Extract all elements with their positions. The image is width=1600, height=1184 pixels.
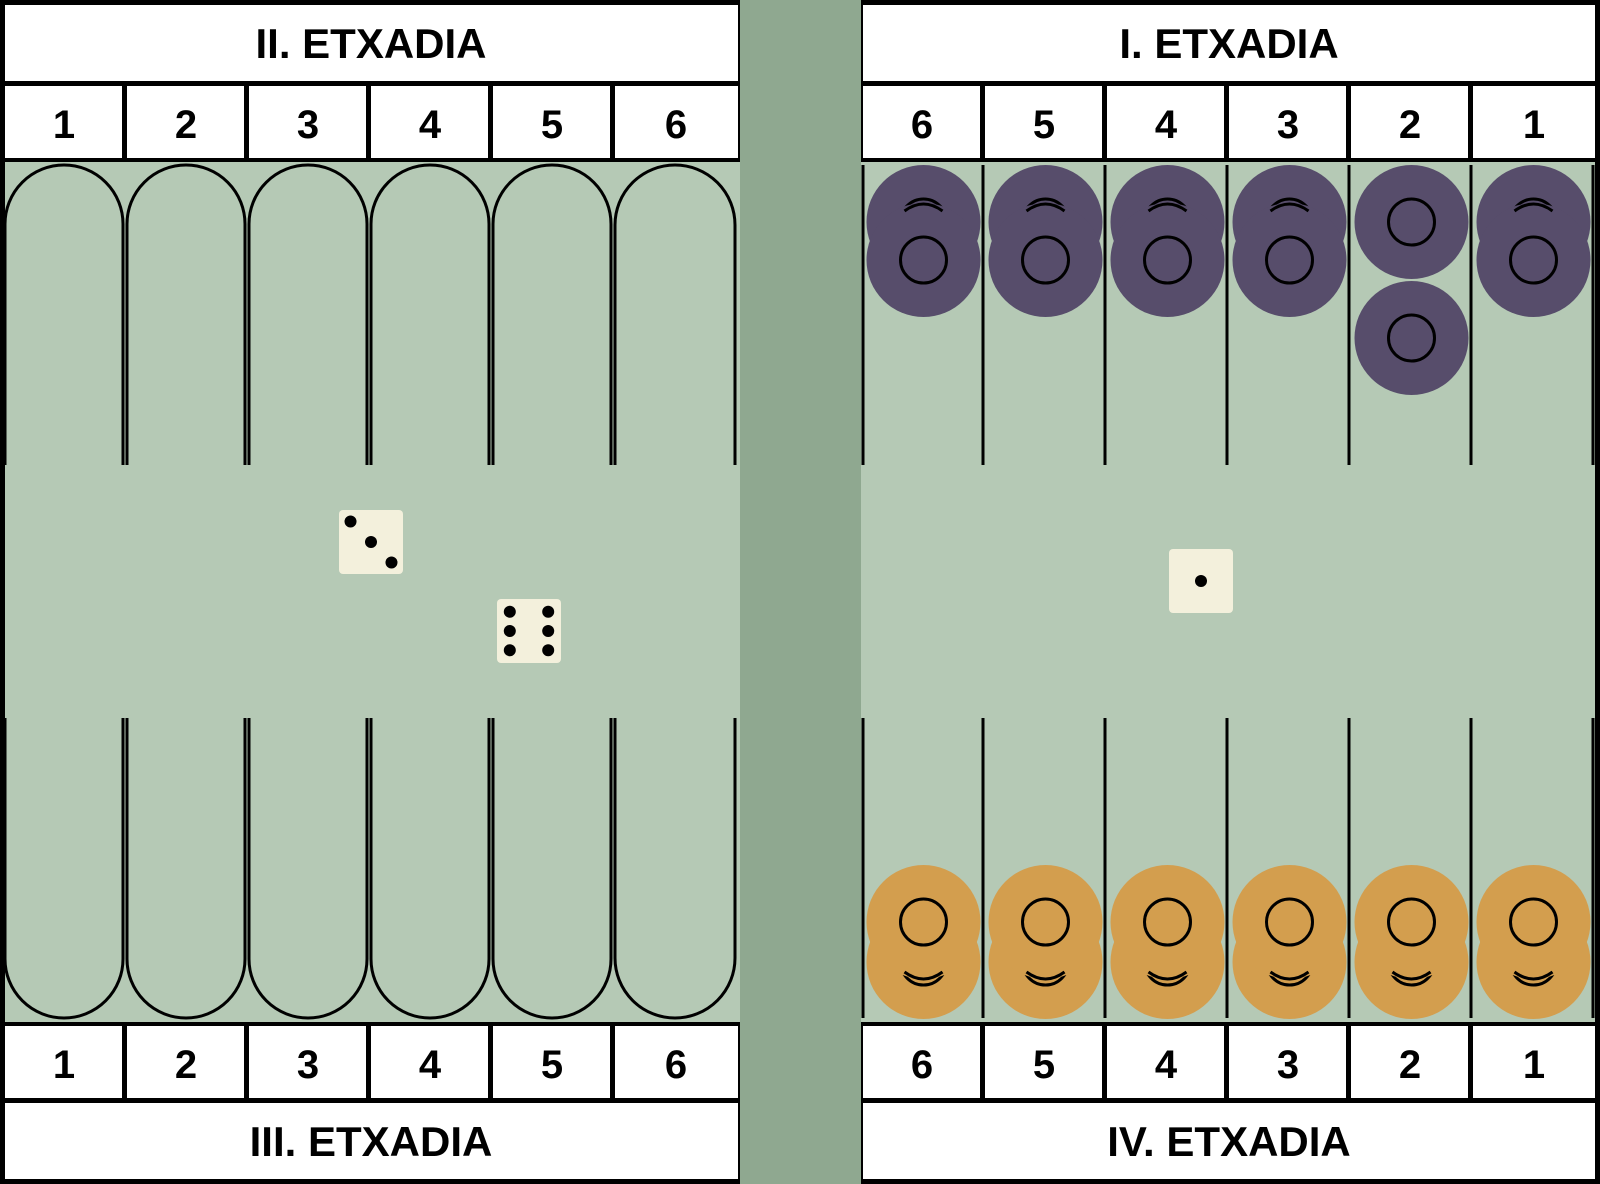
die-pip <box>503 644 516 657</box>
checker-edge <box>1025 970 1066 981</box>
point-number: 1 <box>1523 103 1545 147</box>
orange-checker[interactable] <box>1354 865 1469 979</box>
point-number: 5 <box>541 103 563 147</box>
point-number: 1 <box>53 1043 75 1087</box>
title-bar-bottom-right <box>863 1103 1595 1179</box>
point-number: 6 <box>665 1043 687 1087</box>
title-bar-top-left <box>5 5 738 81</box>
die-pip <box>1195 575 1207 587</box>
quadrant-title-top-right: I. ETXADIA <box>1119 20 1338 67</box>
point-number: 2 <box>1399 103 1421 147</box>
orange-checker[interactable] <box>1232 865 1347 979</box>
point-outline[interactable] <box>3 718 125 1020</box>
point-outline[interactable] <box>613 718 737 1020</box>
die-pip <box>344 515 357 528</box>
point-number: 5 <box>541 1043 563 1087</box>
checker-edge <box>1269 970 1310 981</box>
point-outline[interactable] <box>613 163 737 465</box>
point-number: 2 <box>175 1043 197 1087</box>
die-pip <box>503 605 516 618</box>
orange-checker[interactable] <box>1110 865 1225 979</box>
point-number: 3 <box>1277 103 1299 147</box>
checker-edge <box>1513 970 1554 981</box>
purple-checker[interactable] <box>1232 203 1347 317</box>
quadrant-title-bottom-right: IV. ETXADIA <box>1107 1118 1351 1165</box>
quadrant-title-top-left: II. ETXADIA <box>255 20 486 67</box>
die-pip <box>542 625 555 637</box>
point-number: 4 <box>1155 1043 1178 1087</box>
orange-checker[interactable] <box>988 865 1103 979</box>
point-number: 3 <box>297 103 319 147</box>
quadrant-title-bottom-left: III. ETXADIA <box>250 1118 493 1165</box>
point-number: 4 <box>419 103 442 147</box>
point-outline[interactable] <box>125 163 247 465</box>
dice <box>339 510 1233 663</box>
title-bar-bottom-left <box>5 1103 738 1179</box>
orange-checker[interactable] <box>866 865 981 979</box>
die-pip <box>365 536 377 548</box>
point-number: 6 <box>665 103 687 147</box>
checker-edge <box>903 970 944 981</box>
point-number: 2 <box>175 103 197 147</box>
point-outline[interactable] <box>491 163 613 465</box>
point-number: 2 <box>1399 1043 1421 1087</box>
checker-edge <box>1147 970 1188 981</box>
point-numbers-top-right: 6 5 4 3 2 1 <box>863 86 1595 158</box>
checkers <box>866 165 1591 1019</box>
point-outline[interactable] <box>491 718 613 1020</box>
checker-edge <box>1513 202 1554 213</box>
checker-edge <box>1025 202 1066 213</box>
point-number: 6 <box>911 1043 933 1087</box>
point-number: 1 <box>53 103 75 147</box>
point-outline[interactable] <box>3 163 125 465</box>
point-number: 4 <box>419 1043 442 1087</box>
die-pip <box>542 605 555 618</box>
die[interactable] <box>1169 549 1233 613</box>
point-number: 3 <box>297 1043 319 1087</box>
point-numbers-bottom-left: 1 2 3 4 5 6 <box>5 1026 738 1098</box>
point-outline[interactable] <box>369 718 491 1020</box>
point-outline[interactable] <box>247 718 369 1020</box>
purple-checker[interactable] <box>988 203 1103 317</box>
point-outline[interactable] <box>125 718 247 1020</box>
die-pip <box>385 556 398 569</box>
checker-edge <box>903 202 944 213</box>
checker-edge <box>1269 202 1310 213</box>
purple-checker[interactable] <box>866 203 981 317</box>
purple-checker[interactable] <box>1354 281 1469 395</box>
point-outline[interactable] <box>247 163 369 465</box>
purple-checker[interactable] <box>1476 203 1591 317</box>
die-pip <box>503 625 516 637</box>
point-number: 1 <box>1523 1043 1545 1087</box>
point-number: 5 <box>1033 1043 1055 1087</box>
purple-checker[interactable] <box>1354 165 1469 279</box>
point-number: 3 <box>1277 1043 1299 1087</box>
die[interactable] <box>339 510 403 574</box>
board-points <box>3 163 1595 1020</box>
point-outline[interactable] <box>369 163 491 465</box>
checker-edge <box>1391 970 1432 981</box>
point-number: 4 <box>1155 103 1178 147</box>
point-number: 6 <box>911 103 933 147</box>
center-bar <box>740 0 861 1184</box>
checker-edge <box>1147 202 1188 213</box>
die-pip <box>542 644 555 657</box>
point-numbers-top-left: 1 2 3 4 5 6 <box>5 86 738 158</box>
orange-checker[interactable] <box>1476 865 1591 979</box>
point-number: 5 <box>1033 103 1055 147</box>
point-numbers-bottom-right: 6 5 4 3 2 1 <box>863 1026 1595 1098</box>
die[interactable] <box>497 599 561 663</box>
purple-checker[interactable] <box>1110 203 1225 317</box>
title-bar-top-right <box>863 5 1595 81</box>
